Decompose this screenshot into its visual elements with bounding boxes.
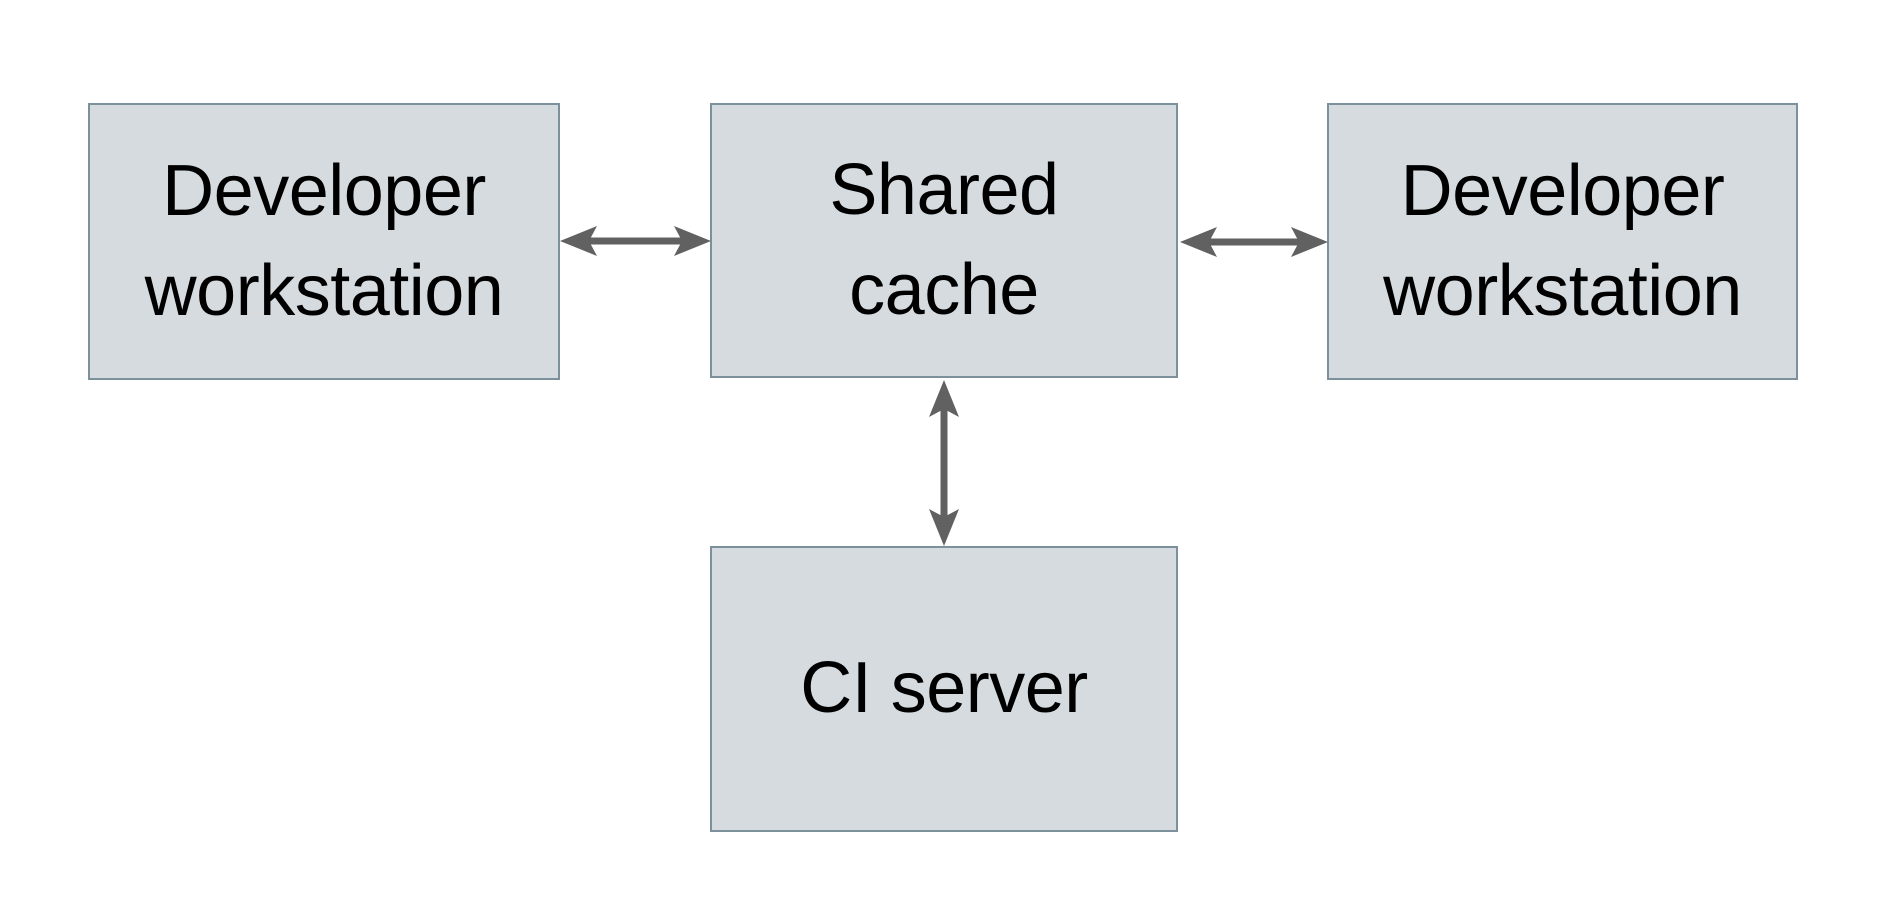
node-developer-workstation-left-label: Developer workstation: [144, 151, 504, 331]
node-shared-cache-label: Shared cache: [829, 150, 1059, 330]
bidirectional-arrow-devleft-cache: [560, 226, 711, 256]
node-developer-workstation-left: Developer workstation: [88, 103, 560, 380]
bidirectional-arrow-cache-devright: [1180, 227, 1328, 257]
node-ci-server-label: CI server: [800, 648, 1088, 729]
node-developer-workstation-right: Developer workstation: [1327, 103, 1798, 380]
node-shared-cache: Shared cache: [710, 103, 1178, 378]
node-developer-workstation-right-label: Developer workstation: [1383, 151, 1742, 331]
node-ci-server: CI server: [710, 546, 1178, 832]
bidirectional-arrow-cache-ciserver: [929, 380, 959, 546]
